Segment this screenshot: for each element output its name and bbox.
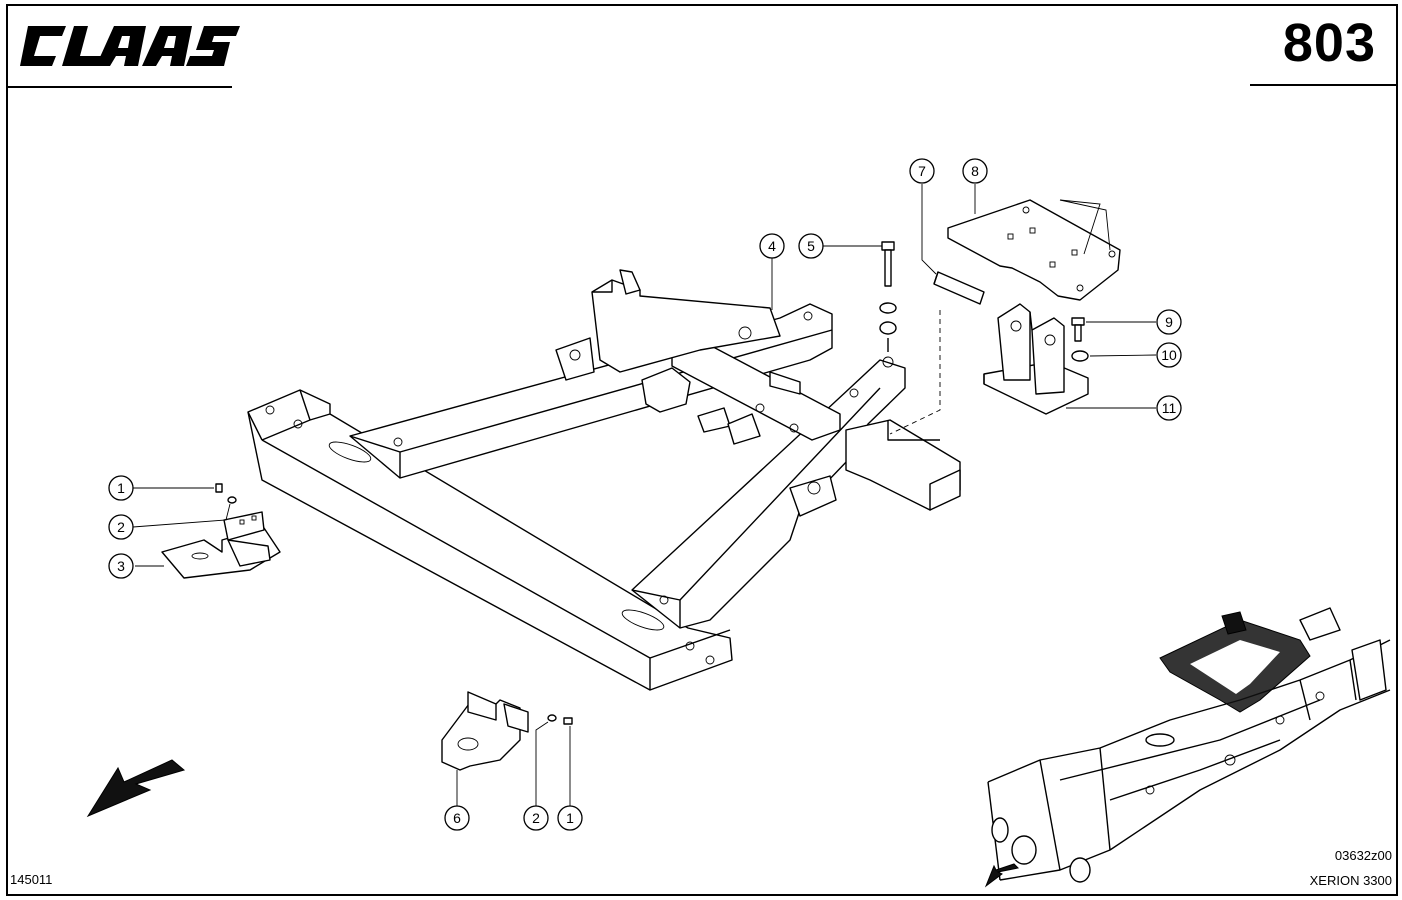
callout-9: 9: [1156, 309, 1182, 335]
svg-text:9: 9: [1165, 314, 1173, 330]
callout-6: 6: [444, 805, 470, 831]
a-frame-assembly: [247, 269, 961, 691]
upper-mount-assembly: [889, 199, 1121, 435]
tractor-frame-overview-illustration: [984, 607, 1391, 888]
callout-2-bottom: 2: [523, 805, 549, 831]
drawing-code: 03632z00: [1334, 848, 1392, 863]
callout-5: 5: [798, 233, 824, 259]
svg-text:4: 4: [768, 238, 776, 254]
bottom-hardware: [441, 691, 573, 771]
page-number: 803: [1282, 13, 1376, 73]
svg-text:2: 2: [117, 519, 125, 535]
leader-lines: [132, 184, 1157, 806]
svg-text:1: 1: [566, 810, 574, 826]
claas-logo: [20, 26, 240, 66]
callout-1-left: 1: [108, 475, 134, 501]
svg-text:7: 7: [918, 163, 926, 179]
svg-text:5: 5: [807, 238, 815, 254]
header-rule-left: [6, 86, 232, 88]
svg-text:11: 11: [1162, 400, 1177, 416]
callout-8: 8: [962, 158, 988, 184]
header-rule-right: [1250, 84, 1398, 86]
callout-1-bottom: 1: [557, 805, 583, 831]
page-frame: [6, 4, 1398, 896]
callout-3: 3: [108, 553, 134, 579]
sheet-number: 145011: [10, 872, 53, 887]
svg-text:10: 10: [1161, 347, 1177, 363]
svg-text:3: 3: [117, 558, 125, 574]
svg-text:8: 8: [971, 163, 979, 179]
svg-text:1: 1: [117, 480, 125, 496]
arrow-down-left-icon: [86, 759, 186, 818]
callout-7: 7: [909, 158, 935, 184]
model-name: XERION 3300: [1309, 873, 1392, 888]
callout-2-left: 2: [108, 514, 134, 540]
bolt-stack: [879, 241, 897, 352]
callout-11: 11: [1156, 395, 1182, 421]
callout-4: 4: [759, 233, 785, 259]
callout-10: 10: [1156, 342, 1182, 368]
svg-text:6: 6: [453, 810, 461, 826]
left-hardware: [161, 483, 281, 579]
svg-text:2: 2: [532, 810, 540, 826]
